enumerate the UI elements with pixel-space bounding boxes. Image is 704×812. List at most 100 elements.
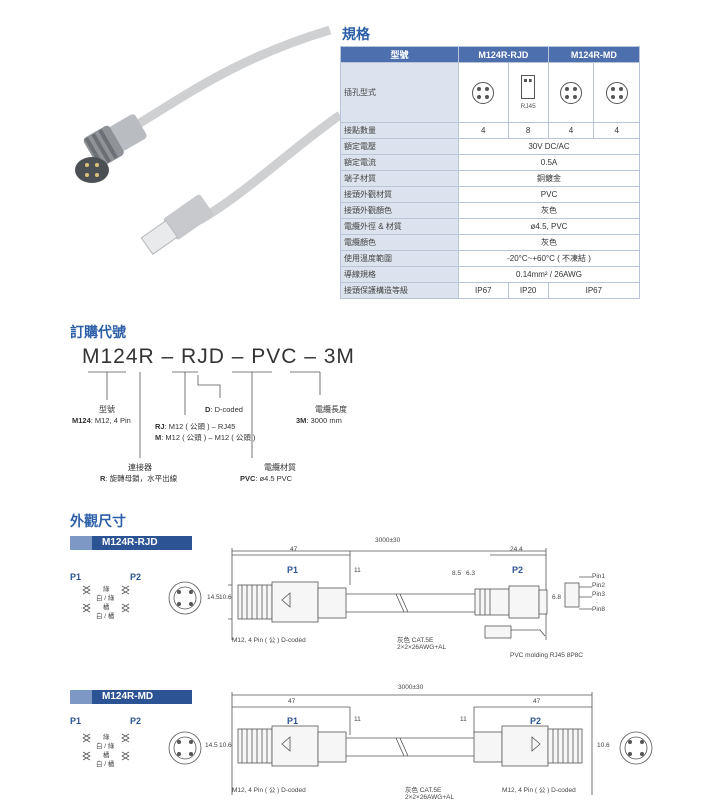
wire-label: 綠 bbox=[103, 586, 110, 593]
note-head: 型號 bbox=[99, 405, 115, 414]
spec-row: 接點數量 4 8 4 4 bbox=[340, 122, 640, 139]
md-p1-label: P1 bbox=[287, 716, 299, 726]
dimensions-title: 外觀尺寸 bbox=[70, 514, 126, 530]
dim-106: 10.6 bbox=[219, 742, 232, 749]
note-text: : ø4.5 PVC bbox=[255, 474, 293, 483]
spec-value: 4 bbox=[593, 122, 640, 139]
spec-label: 使用溫度範圍 bbox=[340, 250, 459, 267]
note-text: : M12, 4 Pin bbox=[90, 416, 131, 425]
dim-47: 47 bbox=[288, 698, 296, 705]
md-p2-label: P2 bbox=[130, 716, 142, 726]
rjd-p2-label: P2 bbox=[130, 572, 142, 582]
wire-label: 橘 bbox=[103, 604, 110, 611]
note-text: : M12 ( 公頭 ) – M12 ( 公頭 ) bbox=[161, 433, 256, 442]
spec-label: 端子材質 bbox=[340, 170, 459, 187]
product-photo bbox=[75, 25, 343, 255]
note-key: RJ bbox=[155, 422, 165, 431]
spec-row: 接頭外觀顏色灰色 bbox=[340, 202, 640, 219]
m12-pin-icon bbox=[593, 62, 640, 123]
dim-106: 10.6 bbox=[597, 742, 610, 749]
spec-value: 灰色 bbox=[458, 202, 640, 219]
note-head: 電纜材質 bbox=[264, 463, 296, 472]
md-p2-label: P2 bbox=[530, 716, 542, 726]
md-bar: M124R-MD bbox=[70, 690, 192, 704]
wire-label: 白 / 綠 bbox=[96, 743, 115, 750]
order-note-d: D: D-coded bbox=[205, 404, 243, 415]
note-cable: 灰色 CAT.5E bbox=[405, 787, 442, 794]
rj45-pin-label: Pin2 bbox=[592, 582, 606, 589]
spec-label: 接頭保護構造等級 bbox=[340, 282, 459, 299]
order-note-material: 電纜材質 PVC: ø4.5 PVC bbox=[240, 462, 320, 484]
note-head: 連接器 bbox=[128, 463, 152, 472]
note-cable: 灰色 CAT.5E bbox=[397, 637, 434, 644]
spec-table: 型號 M124R-RJD M124R-MD 插孔型式 RJ45 接點數量 4 8… bbox=[340, 46, 641, 299]
note-connector: M12, 4 Pin ( 公 ) D-coded bbox=[502, 787, 576, 794]
order-title: 訂購代號 bbox=[70, 325, 126, 341]
rj45-pin-icon: RJ45 bbox=[507, 62, 549, 123]
note-key: M124 bbox=[72, 416, 91, 425]
note-connector: M12, 4 Pin ( 公 ) D-coded bbox=[232, 637, 306, 644]
spec-label: 插孔型式 bbox=[340, 62, 459, 123]
note-key: R bbox=[100, 474, 106, 483]
note-text: : 旋轉母鎖，水平出線 bbox=[105, 474, 178, 483]
spec-row: 使用溫度範圍-20°C~+60°C ( 不凍結 ) bbox=[340, 250, 640, 267]
rjd-bar: M124R-RJD bbox=[70, 536, 192, 550]
rj45-pin-label: Pin8 bbox=[592, 606, 606, 613]
dim-24: 24.4 bbox=[510, 546, 523, 553]
order-note-model: 型號 M124: M12, 4 Pin bbox=[72, 404, 142, 426]
order-note-connector: 連接器 R: 旋轉母鎖，水平出線 bbox=[100, 462, 210, 484]
spec-row: 接頭保護構造等級 IP67 IP20 IP67 bbox=[340, 282, 641, 299]
spec-value: 0.5A bbox=[458, 154, 640, 171]
wire-label: 白 / 橘 bbox=[96, 761, 115, 768]
order-code: M124R – RJD – PVC – 3M bbox=[82, 345, 355, 368]
note-cable: 2×2×26AWG+AL bbox=[397, 644, 447, 651]
wire-label: 橘 bbox=[103, 752, 110, 759]
dim-47: 47 bbox=[290, 546, 298, 553]
spec-row: 端子材質銅鍍金 bbox=[340, 170, 640, 187]
spec-value: IP67 bbox=[458, 282, 509, 299]
dim-106: 10.6 bbox=[219, 594, 232, 601]
spec-label: 額定電壓 bbox=[340, 138, 459, 155]
dim-145: 14.5 bbox=[205, 742, 218, 749]
wire-label: 白 / 綠 bbox=[96, 595, 115, 602]
order-note-rj: RJ: M12 ( 公頭 ) – RJ45 M: M12 ( 公頭 ) – M1… bbox=[155, 421, 255, 443]
dim-68: 6.8 bbox=[552, 594, 562, 601]
spec-value: 4 bbox=[458, 122, 509, 139]
spec-header-row: 型號 M124R-RJD M124R-MD bbox=[340, 46, 641, 63]
spec-value: 0.14mm² / 26AWG bbox=[458, 266, 640, 283]
note-text: : D-coded bbox=[210, 405, 243, 414]
md-p1-label: P1 bbox=[70, 716, 82, 726]
dim-85: 8.5 bbox=[452, 570, 462, 577]
spec-title: 規格 bbox=[342, 27, 370, 43]
spec-label: 接點數量 bbox=[340, 122, 459, 139]
rj45-caption: RJ45 bbox=[520, 103, 536, 110]
rjd-p2-label: P2 bbox=[512, 565, 524, 575]
spec-value: IP67 bbox=[547, 282, 641, 299]
spec-value: 灰色 bbox=[458, 234, 640, 251]
note-plug: PVC molding RJ45 8P8C bbox=[510, 652, 583, 659]
spec-value: 4 bbox=[547, 122, 595, 139]
spec-label: 導線規格 bbox=[340, 266, 459, 283]
note-key: 3M bbox=[296, 416, 307, 425]
note-connector: M12, 4 Pin ( 公 ) D-coded bbox=[232, 787, 306, 794]
dim-63: 6.3 bbox=[466, 570, 476, 577]
spec-label: 接頭外觀顏色 bbox=[340, 202, 459, 219]
note-key: PVC bbox=[240, 474, 256, 483]
note-key: M bbox=[155, 433, 162, 442]
m12-pin-icon bbox=[458, 62, 509, 123]
header-model: 型號 bbox=[340, 46, 459, 63]
dim-145: 14.5 bbox=[207, 594, 220, 601]
header-md: M124R-MD bbox=[547, 46, 641, 63]
dim-11: 11 bbox=[354, 567, 361, 574]
dim-47: 47 bbox=[533, 698, 541, 705]
note-head: 電纜長度 bbox=[315, 405, 347, 414]
dim-11: 11 bbox=[460, 716, 467, 723]
